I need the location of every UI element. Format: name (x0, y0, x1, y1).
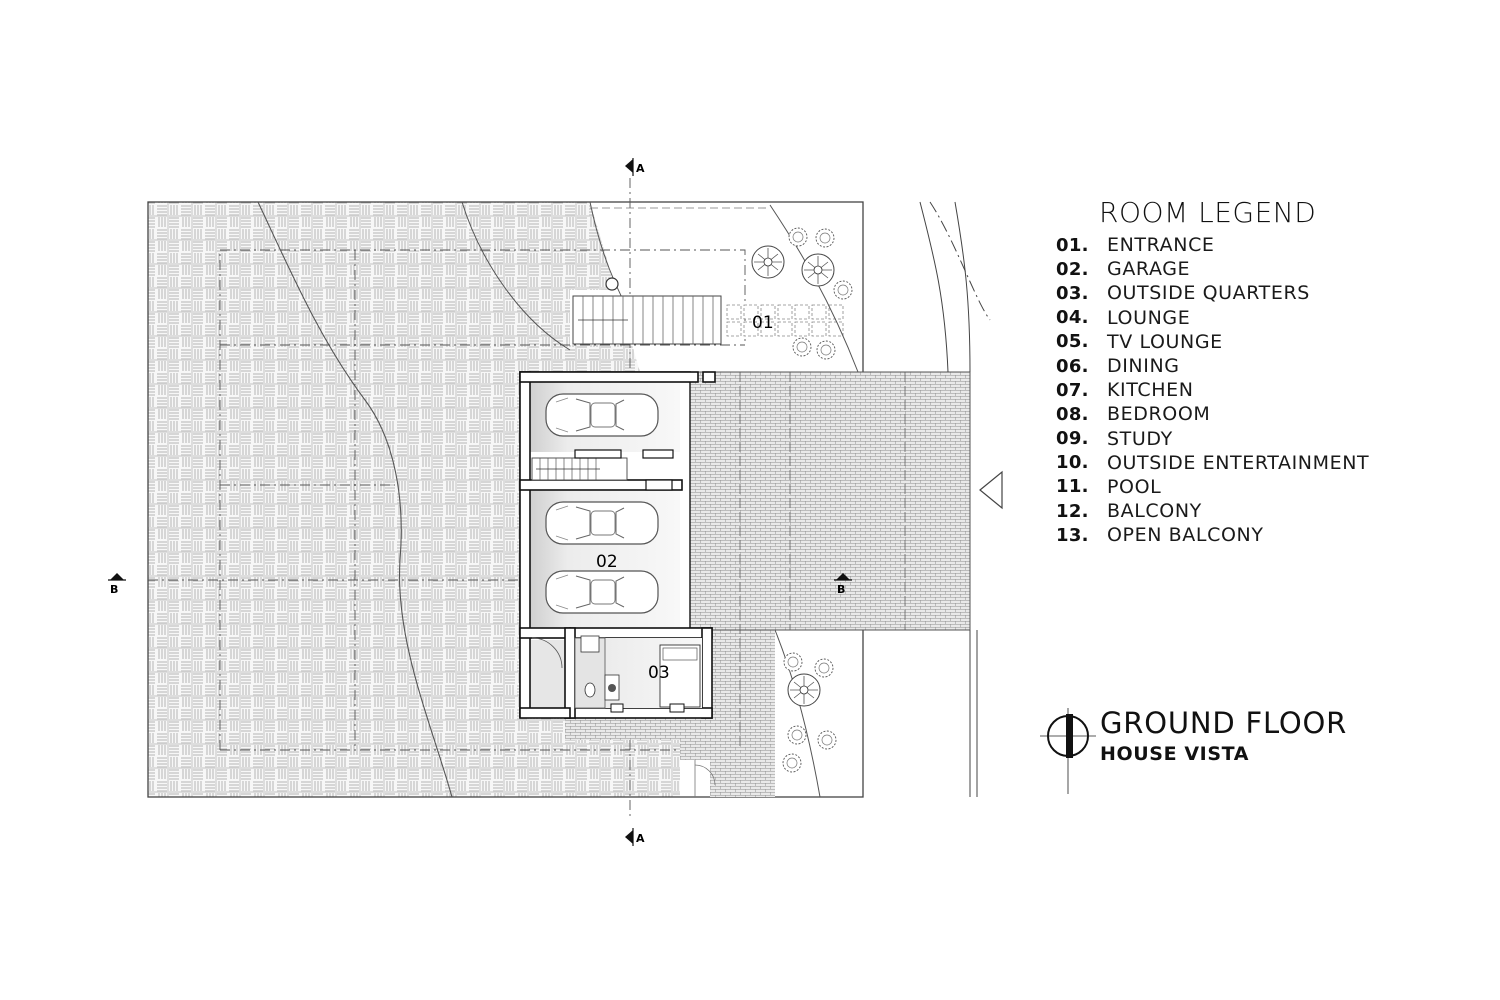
svg-text:A: A (636, 162, 645, 175)
section-mark-b-right: B (834, 573, 852, 596)
room-tag-garage: 02 (596, 552, 618, 572)
legend-label: STUDY (1107, 427, 1173, 450)
entrance-stair (572, 277, 722, 345)
legend-label: BALCONY (1107, 500, 1202, 523)
svg-text:A: A (636, 832, 645, 845)
legend-number: 10. (1056, 452, 1089, 474)
driveway (680, 372, 970, 630)
legend-number: 08. (1056, 403, 1089, 425)
legend-label: ENTRANCE (1107, 234, 1215, 257)
legend-title: ROOM LEGEND (1099, 196, 1317, 229)
legend-label: BEDROOM (1107, 403, 1211, 426)
legend-number: 07. (1056, 379, 1089, 401)
contour-line (461, 201, 571, 351)
legend-label: KITCHEN (1107, 379, 1194, 402)
legend-item: 07. KITCHEN (1056, 378, 1386, 402)
legend-number: 12. (1056, 500, 1089, 522)
legend-item: 05. TV LOUNGE (1056, 330, 1386, 354)
legend-item: 13. OPEN BALCONY (1056, 523, 1386, 547)
legend-label: OPEN BALCONY (1107, 524, 1264, 547)
legend-item: 01. ENTRANCE (1056, 233, 1386, 257)
section-mark-a-top: A (625, 158, 645, 176)
legend-label: LOUNGE (1107, 306, 1191, 329)
legend-item: 09. STUDY (1056, 427, 1386, 451)
north-arrow-icon (1040, 708, 1096, 794)
legend-number: 06. (1056, 355, 1089, 377)
legend-number: 11. (1056, 476, 1089, 498)
legend-label: GARAGE (1107, 258, 1191, 281)
legend-item: 04. LOUNGE (1056, 306, 1386, 330)
room-legend: ROOM LEGEND 01. ENTRANCE 02. GARAGE 03. OUT… (1056, 196, 1386, 547)
legend-number: 09. (1056, 428, 1089, 450)
road-edge (919, 201, 991, 797)
legend-label: OUTSIDE ENTERTAINMENT (1107, 451, 1370, 474)
legend-item: 10. OUTSIDE ENTERTAINMENT (1056, 451, 1386, 475)
contour-line (257, 201, 453, 798)
drawing-title: GROUND FLOOR (1100, 706, 1348, 740)
stepping-pavers (726, 304, 844, 337)
section-mark-a-bottom: A (625, 828, 645, 846)
legend-label: OUTSIDE QUARTERS (1107, 282, 1310, 305)
legend-item: 03. OUTSIDE QUARTERS (1056, 281, 1386, 305)
legend-number: 05. (1056, 331, 1089, 353)
garden-edge (774, 629, 821, 798)
legend-item: 11. POOL (1056, 475, 1386, 499)
legend-label: TV LOUNGE (1107, 330, 1223, 353)
legend-number: 02. (1056, 258, 1089, 280)
room-tag-quarters: 03 (648, 663, 670, 683)
legend-item: 08. BEDROOM (1056, 402, 1386, 426)
outside-quarters (574, 635, 702, 713)
legend-number: 13. (1056, 524, 1089, 546)
legend-item: 06. DINING (1056, 354, 1386, 378)
svg-text:B: B (110, 583, 118, 596)
legend-label: POOL (1107, 475, 1162, 498)
approach-arrow (979, 470, 1003, 510)
path-strip (565, 718, 745, 740)
drawing-title-block: GROUND FLOOR HOUSE VISTA (1046, 706, 1366, 796)
room-tag-entrance: 01 (752, 313, 774, 333)
project-name: HOUSE VISTA (1100, 743, 1250, 765)
legend-item: 12. BALCONY (1056, 499, 1386, 523)
legend-number: 04. (1056, 307, 1089, 329)
section-mark-b-left: B (108, 573, 126, 596)
legend-number: 03. (1056, 282, 1089, 304)
legend-item: 02. GARAGE (1056, 257, 1386, 281)
legend-number: 01. (1056, 234, 1089, 256)
legend-label: DINING (1107, 355, 1180, 378)
svg-text:B: B (837, 583, 845, 596)
